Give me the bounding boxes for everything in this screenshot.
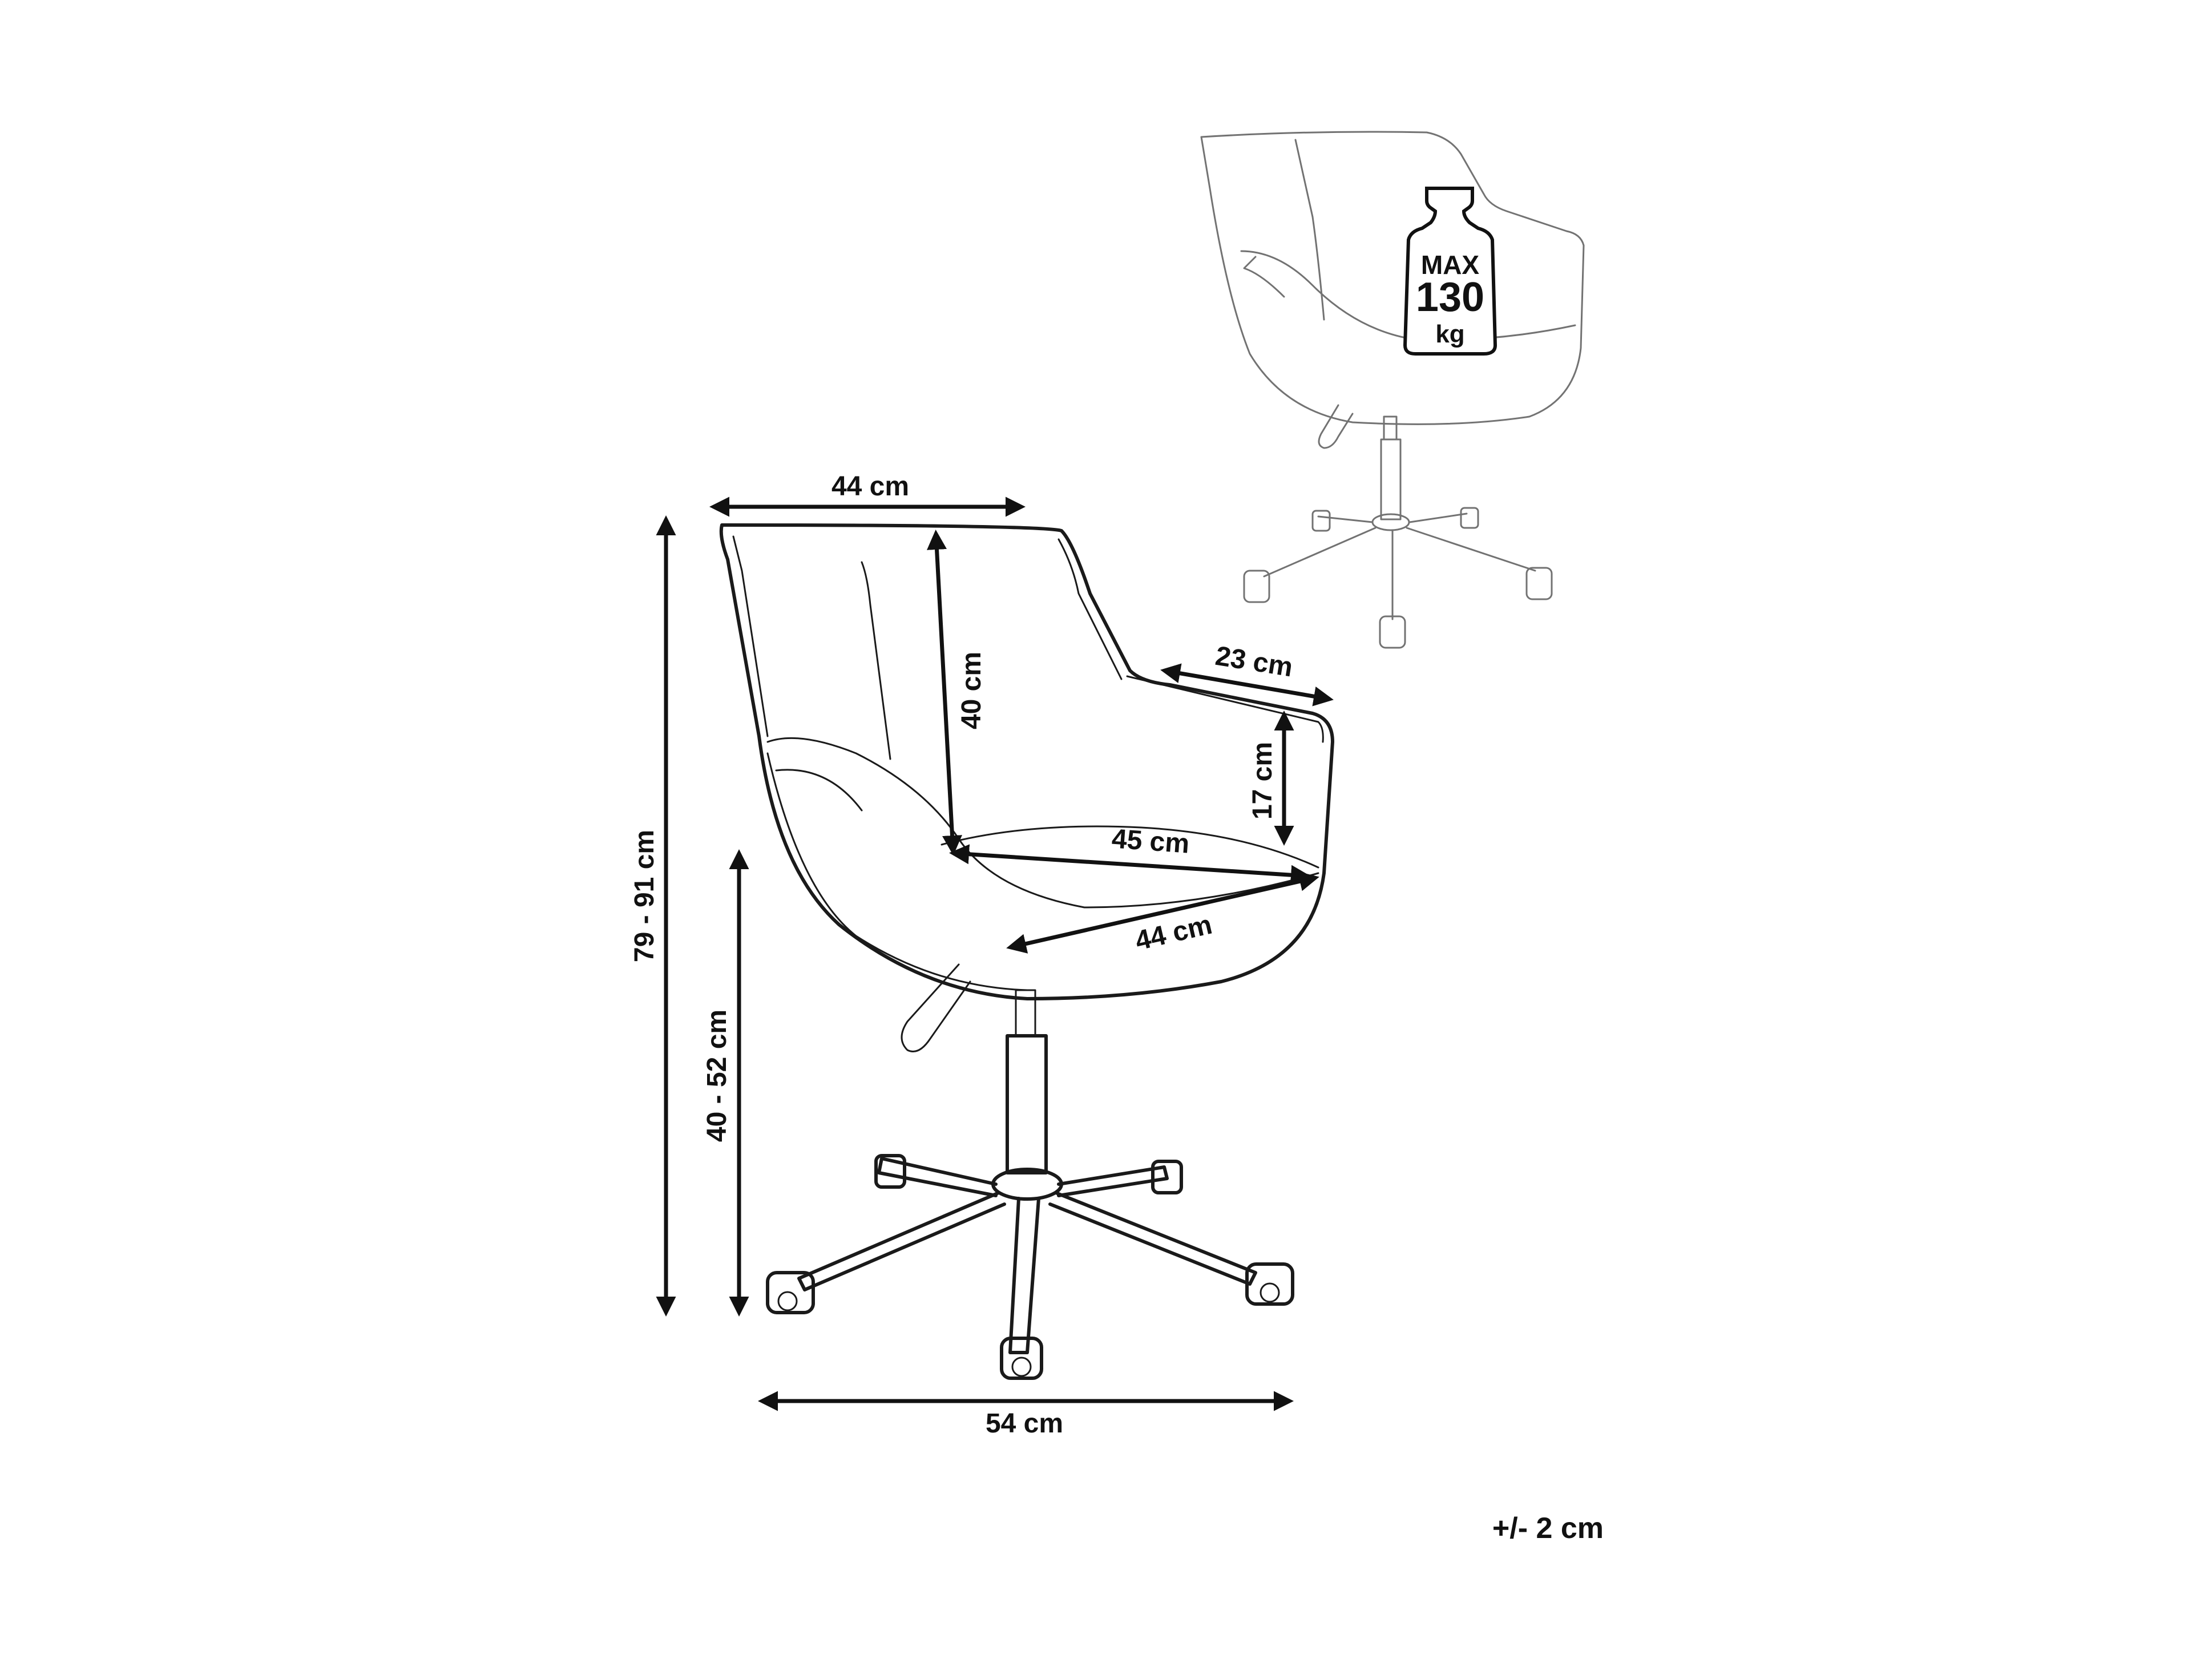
weight-value: 130 <box>1416 275 1484 320</box>
reference-chair-illustration <box>1200 131 1585 649</box>
caster-left <box>766 1271 815 1314</box>
backrest-height-arrow <box>927 530 962 855</box>
max-label: MAX <box>1421 250 1480 280</box>
label-top-width: 44 cm <box>831 471 909 502</box>
armrest-length-arrow <box>1160 663 1334 707</box>
caster-front <box>1000 1337 1043 1380</box>
weight-unit: kg <box>1435 320 1464 348</box>
caster-back-right <box>1151 1160 1183 1194</box>
label-base-width: 54 cm <box>986 1408 1063 1439</box>
tolerance-note: +/- 2 cm <box>1492 1512 1604 1545</box>
label-armrest-height: 17 cm <box>1248 742 1278 820</box>
seat-depth-arrow <box>949 844 1311 885</box>
label-seat-height: 40 - 52 cm <box>702 1010 732 1142</box>
weight-icon <box>1403 187 1497 356</box>
caster-right <box>1245 1262 1294 1306</box>
label-backrest-height: 40 cm <box>956 652 987 729</box>
dimension-labels: 44 cm 40 cm 23 cm 17 cm 45 cm 44 cm 79 -… <box>629 471 1295 1439</box>
seat-width-arrow <box>1006 871 1319 954</box>
max-load-badge: MAX 130 kg <box>1403 187 1497 356</box>
label-total-height: 79 - 91 cm <box>629 830 660 962</box>
dimension-arrows <box>656 497 1334 1411</box>
caster-back-left <box>874 1154 906 1189</box>
label-seat-depth: 45 cm <box>1111 824 1190 859</box>
label-armrest-length: 23 cm <box>1213 641 1295 683</box>
